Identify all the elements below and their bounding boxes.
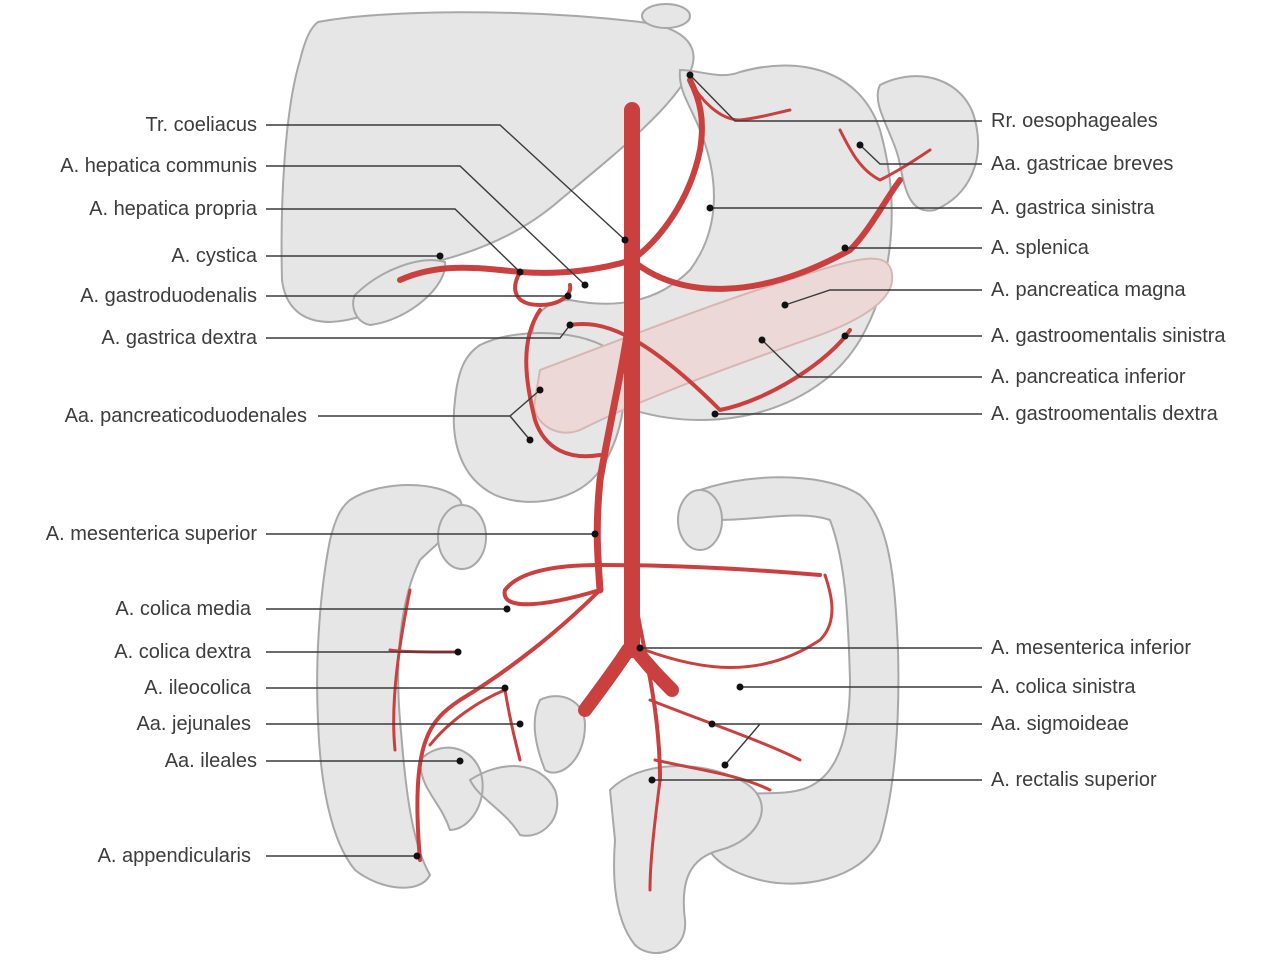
label-aa-ileales: Aa. ileales [164,750,257,772]
label-a-gastroomentalis-dextra: A. gastroomentalis dextra [991,403,1218,425]
colon-end-left [437,504,487,570]
leader-dots [413,71,864,860]
organs [280,3,980,954]
iliac-left [578,643,635,717]
label-a-hepatica-communis: A. hepatica communis [60,155,257,177]
label-a-gastrica-sinistra: A. gastrica sinistra [991,197,1155,219]
label-a-gastroduodenalis: A. gastroduodenalis [80,285,257,307]
label-a-mesenterica-superior: A. mesenterica superior [45,523,257,545]
label-tr-coeliacus: Tr. coeliacus [145,114,257,136]
label-a-ileocolica: A. ileocolica [144,677,251,699]
oesophagus-end [641,3,691,29]
small-intestine [418,695,587,837]
label-a-colica-dextra: A. colica dextra [114,641,251,663]
label-a-gastrica-dextra: A. gastrica dextra [101,327,257,349]
leader-lines [266,74,982,857]
label-a-rectalis-superior: A. rectalis superior [991,769,1157,791]
gallbladder [352,259,447,327]
ima [630,578,662,782]
label-a-pancreatica-inferior: A. pancreatica inferior [991,366,1186,388]
label-aa-jejunales: Aa. jejunales [136,713,251,735]
label-aa-pancreaticoduodenales: Aa. pancreaticoduodenales [64,405,307,427]
sigmoid-rectum [608,765,763,954]
label-aa-sigmoideae: Aa. sigmoideae [991,713,1129,735]
spleen [876,75,980,212]
label-a-colica-media: A. colica media [115,598,251,620]
label-a-gastroomentalis-sinistra: A. gastroomentalis sinistra [991,325,1226,347]
label-rr-oesophageales: Rr. oesophageales [991,110,1158,132]
colon-end-right [677,489,723,551]
descending-colon [698,476,900,885]
label-a-colica-sinistra: A. colica sinistra [991,676,1136,698]
label-a-pancreatica-magna: A. pancreatica magna [991,279,1186,301]
iliac-right [629,643,679,697]
label-a-splenica: A. splenica [991,237,1089,259]
label-aa-gastricae-breves: Aa. gastricae breves [991,153,1174,175]
label-a-mesenterica-inferior: A. mesenterica inferior [991,637,1192,659]
pancreas [533,257,894,434]
sma [593,296,636,594]
label-a-hepatica-propria: A. hepatica propria [89,198,257,220]
label-a-cystica: A. cystica [171,245,257,267]
label-a-appendicularis: A. appendicularis [97,845,251,867]
